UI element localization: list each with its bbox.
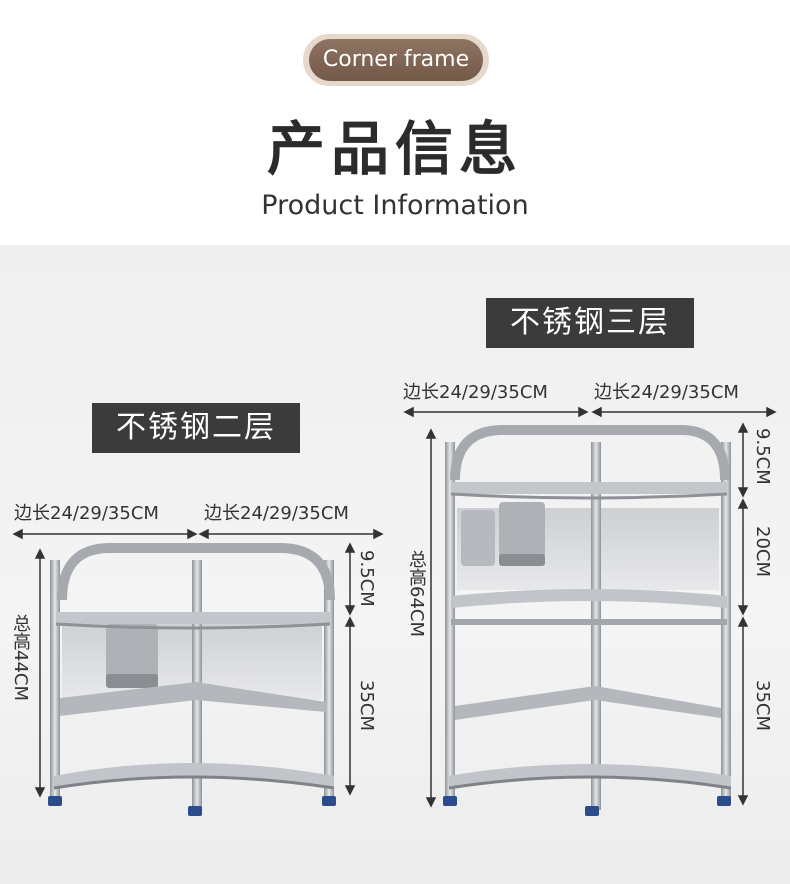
three-tier-rack-illustration bbox=[403, 406, 777, 816]
page-title-cn: 产品信息 bbox=[266, 115, 523, 183]
two-tier-height-total: 总高44CM bbox=[10, 614, 31, 702]
page-title-en: Product Information bbox=[261, 190, 529, 221]
three-tier-height-bottom: 35CM bbox=[752, 680, 773, 732]
two-tier-rack-illustration bbox=[12, 528, 384, 816]
two-tier-side-right: 边长24/29/35CM bbox=[204, 503, 349, 524]
three-tier-dimension-lines bbox=[403, 406, 777, 808]
two-tier-height-gap: 35CM bbox=[356, 680, 377, 732]
two-tier-badge: 不锈钢二层 bbox=[92, 403, 300, 453]
corner-frame-tag-label: Corner frame bbox=[309, 39, 483, 81]
three-tier-height-top: 9.5CM bbox=[752, 428, 773, 485]
two-tier-dimension-lines bbox=[12, 528, 384, 798]
three-tier-height-total: 总高64CM bbox=[406, 550, 427, 638]
corner-frame-tag: Corner frame bbox=[303, 34, 489, 86]
two-tier-side-left: 边长24/29/35CM bbox=[14, 503, 159, 524]
header-section: Corner frame 产品信息 Product Information bbox=[0, 0, 790, 245]
three-tier-height-mid: 20CM bbox=[752, 526, 773, 578]
three-tier-badge: 不锈钢三层 bbox=[486, 298, 694, 348]
three-tier-side-right: 边长24/29/35CM bbox=[594, 382, 739, 403]
three-tier-side-left: 边长24/29/35CM bbox=[403, 382, 548, 403]
two-tier-height-top: 9.5CM bbox=[356, 550, 377, 607]
